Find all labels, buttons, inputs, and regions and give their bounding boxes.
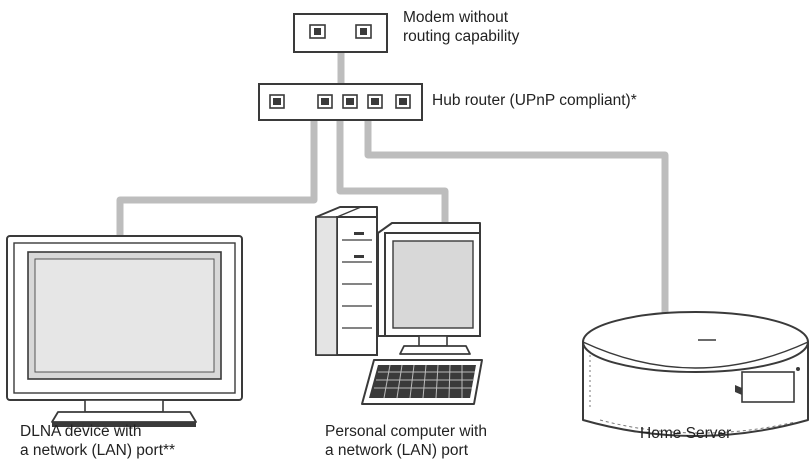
cable-router-tv [116, 118, 318, 242]
tv-label-line-2: a network (LAN) port** [20, 442, 176, 459]
tv-device [6, 235, 243, 427]
cable-router-server [364, 118, 669, 315]
pc-monitor [377, 222, 481, 355]
router-label: Hub router (UPnP compliant)* [432, 92, 637, 109]
cables [116, 52, 669, 315]
keyboard [361, 359, 483, 405]
modem-label: Modem without routing capability [403, 8, 519, 46]
server-label: Home Server [640, 425, 732, 442]
pc-label-line-2: a network (LAN) port [325, 442, 468, 459]
home-server [582, 311, 809, 437]
hub-router [258, 83, 423, 121]
pc-label: Personal computer with a network (LAN) p… [325, 422, 487, 460]
pc-label-line-1: Personal computer with [325, 423, 487, 440]
tv-label: DLNA device with a network (LAN) port** [20, 422, 175, 460]
cable-router-pc [336, 118, 449, 224]
modem-label-line-2: routing capability [403, 28, 520, 45]
tv-label-line-1: DLNA device with [20, 423, 142, 440]
modem-label-line-1: Modem without [403, 9, 509, 26]
modem [293, 13, 388, 53]
pc-tower [315, 206, 378, 356]
